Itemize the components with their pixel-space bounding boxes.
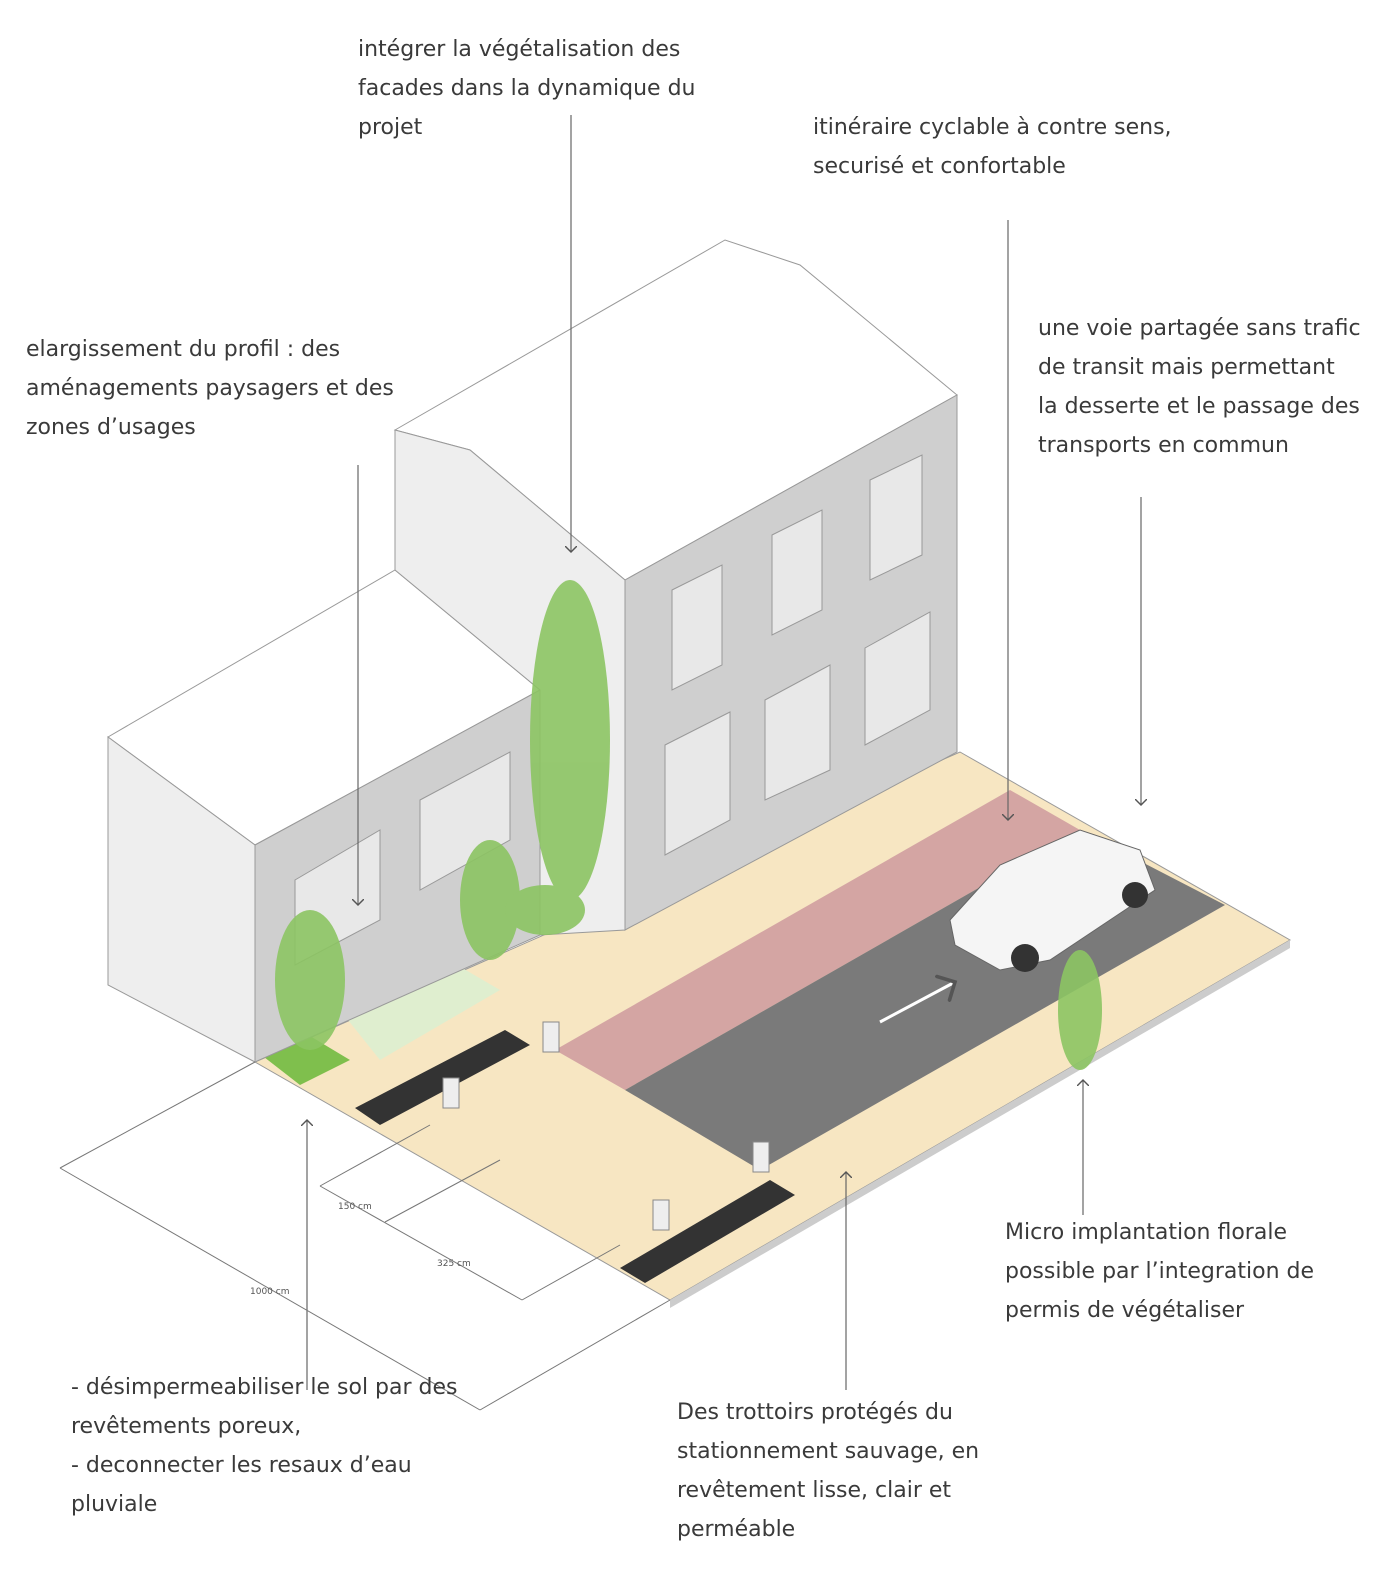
leader-lines xyxy=(307,115,1141,1390)
windows xyxy=(664,454,931,856)
dimension-1000: 1000 cm xyxy=(250,1287,289,1297)
bollards xyxy=(442,1021,770,1231)
annotation-facades: intégrer la végétalisation des facades d… xyxy=(358,37,696,140)
bike-lane xyxy=(555,790,1080,1090)
dimension-lines xyxy=(59,1061,671,1411)
annotation-sol: - désimpermeabiliser le sol par des revê… xyxy=(71,1375,458,1517)
grating xyxy=(620,1180,795,1283)
annotation-florale: Micro implantation florale possible par … xyxy=(1005,1220,1314,1323)
dimension-150: 150 cm xyxy=(338,1202,372,1212)
annotation-voie: une voie partagée sans trafic de transit… xyxy=(1038,316,1361,458)
annotation-trottoirs: Des trottoirs protégés du stationnement … xyxy=(677,1400,980,1542)
car xyxy=(949,829,1156,972)
annotation-profil: elargissement du profil : des aménagemen… xyxy=(26,337,394,440)
annotation-cyclable: itinéraire cyclable à contre sens, secur… xyxy=(813,115,1172,179)
vegetation xyxy=(275,580,1102,1070)
dimension-325: 325 cm xyxy=(437,1259,471,1269)
